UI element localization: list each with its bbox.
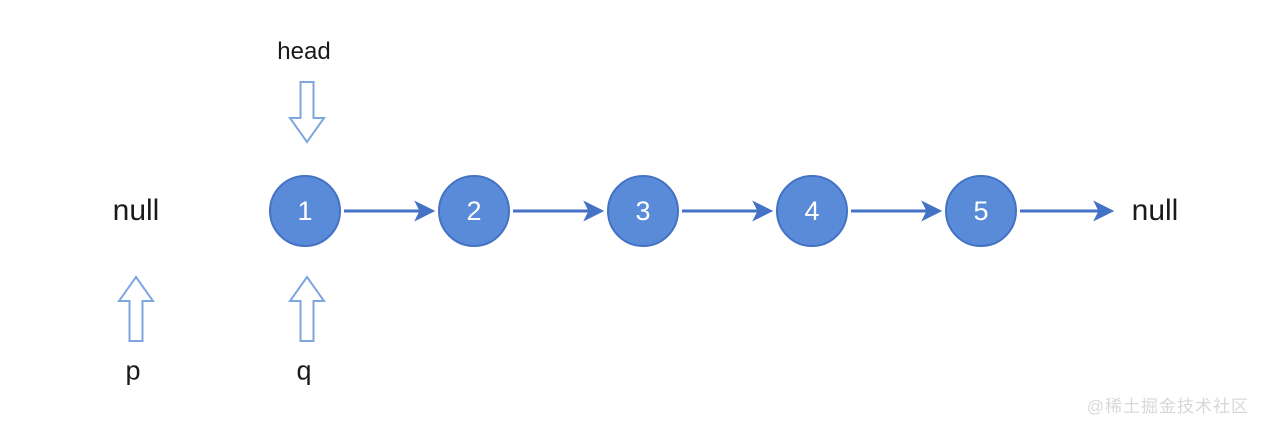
null-left-label: null [112,194,160,227]
list-node-1: 1 [269,175,341,247]
node-value: 1 [297,195,313,226]
pointer-q-label: q [296,355,312,386]
null-right-label: null [1131,194,1179,227]
head-pointer-label: head [277,38,331,65]
node-value: 5 [973,195,989,226]
node-value: 2 [466,195,482,226]
head-down-arrow-icon [288,81,326,144]
q-up-arrow-icon [288,275,326,342]
list-node-5: 5 [945,175,1017,247]
pointer-p-label: p [125,355,141,386]
list-node-2: 2 [438,175,510,247]
node-value: 4 [804,195,820,226]
node-value: 3 [635,195,651,226]
p-up-arrow-icon [117,275,155,342]
watermark: @稀土掘金技术社区 [1086,397,1249,416]
list-node-3: 3 [607,175,679,247]
list-node-4: 4 [776,175,848,247]
